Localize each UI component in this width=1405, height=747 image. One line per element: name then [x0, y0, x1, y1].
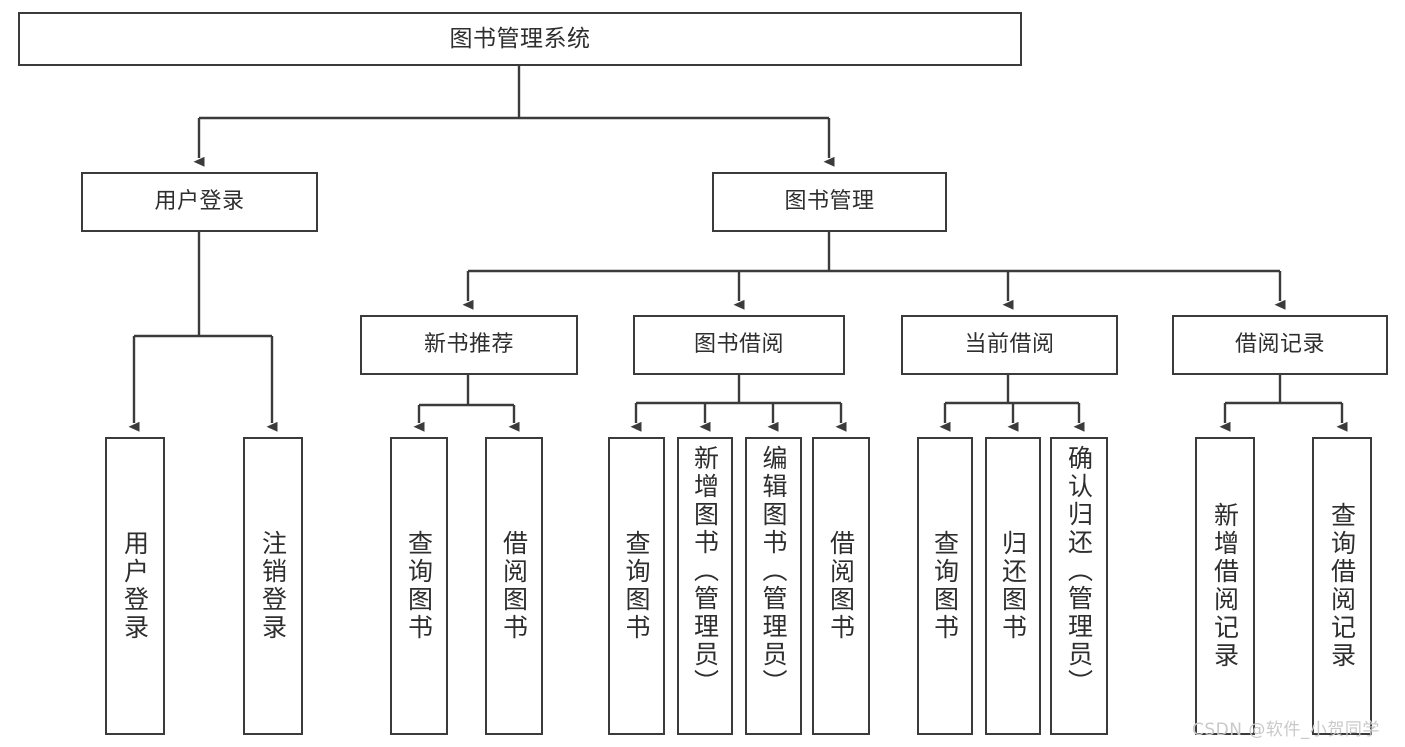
- leaf-user-login-label: 用户登录: [120, 530, 150, 642]
- node-root-label: 图书管理系统: [449, 25, 591, 52]
- leaf-borrow-book-recommendation-label: 借阅图书: [499, 530, 529, 642]
- leaf-logout[interactable]: 注销登录: [243, 437, 303, 735]
- leaf-query-book-current-label: 查询图书: [930, 530, 960, 642]
- node-root[interactable]: 图书管理系统: [18, 12, 1022, 66]
- leaf-query-borrowing-record-label: 查询借阅记录: [1327, 502, 1357, 670]
- node-book-management-label: 图书管理: [784, 189, 875, 215]
- node-book-borrowing-label: 图书借阅: [693, 332, 784, 358]
- leaf-add-book-admin-label: 新增图书（管理员）: [690, 445, 720, 697]
- leaf-borrow-book-borrowing[interactable]: 借阅图书: [812, 437, 870, 735]
- leaf-query-book-borrowing[interactable]: 查询图书: [608, 437, 665, 735]
- leaf-borrow-book-borrowing-label: 借阅图书: [826, 530, 856, 642]
- leaf-return-book-label: 归还图书: [998, 530, 1028, 642]
- leaf-query-book-recommendation[interactable]: 查询图书: [390, 437, 448, 735]
- leaf-add-book-admin[interactable]: 新增图书（管理员）: [677, 437, 733, 735]
- leaf-user-login[interactable]: 用户登录: [105, 437, 165, 735]
- node-current-borrowing[interactable]: 当前借阅: [901, 315, 1118, 375]
- node-book-borrowing[interactable]: 图书借阅: [633, 315, 845, 375]
- node-current-borrowing-label: 当前借阅: [964, 332, 1055, 358]
- node-new-book-recommendation[interactable]: 新书推荐: [360, 315, 578, 375]
- leaf-query-book-current[interactable]: 查询图书: [917, 437, 973, 735]
- leaf-query-book-borrowing-label: 查询图书: [622, 530, 651, 642]
- node-borrowing-records-label: 借阅记录: [1234, 332, 1325, 358]
- leaf-logout-label: 注销登录: [258, 530, 288, 642]
- leaf-confirm-return-admin[interactable]: 确认归还（管理员）: [1050, 437, 1108, 735]
- leaf-query-borrowing-record[interactable]: 查询借阅记录: [1312, 437, 1372, 735]
- leaf-add-borrowing-record[interactable]: 新增借阅记录: [1195, 437, 1255, 735]
- leaf-add-borrowing-record-label: 新增借阅记录: [1210, 502, 1240, 670]
- node-borrowing-records[interactable]: 借阅记录: [1172, 315, 1388, 375]
- leaf-edit-book-admin-label: 编辑图书（管理员）: [759, 445, 788, 697]
- leaf-borrow-book-recommendation[interactable]: 借阅图书: [485, 437, 543, 735]
- node-new-book-recommendation-label: 新书推荐: [423, 332, 514, 358]
- node-book-management[interactable]: 图书管理: [712, 172, 947, 232]
- leaf-query-book-recommendation-label: 查询图书: [404, 530, 434, 642]
- leaf-confirm-return-admin-label: 确认归还（管理员）: [1064, 445, 1094, 697]
- node-user-login[interactable]: 用户登录: [81, 172, 318, 232]
- node-user-login-label: 用户登录: [154, 189, 245, 215]
- leaf-return-book[interactable]: 归还图书: [985, 437, 1041, 735]
- leaf-edit-book-admin[interactable]: 编辑图书（管理员）: [745, 437, 802, 735]
